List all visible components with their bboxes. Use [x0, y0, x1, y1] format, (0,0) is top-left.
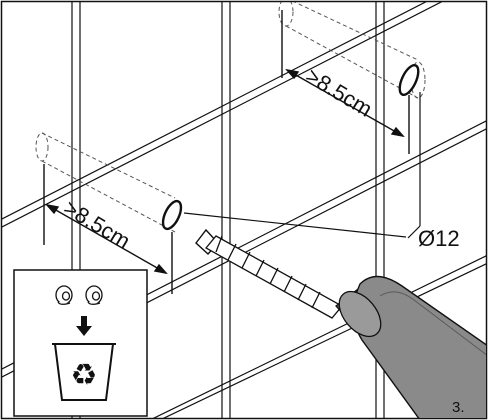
- svg-text:♻: ♻: [71, 358, 98, 393]
- recycle-bin-icon: ♻: [52, 343, 116, 401]
- lower-hole: [161, 199, 183, 231]
- lower-hole-cylinder: [35, 132, 176, 233]
- upper-dimension: [281, 10, 410, 154]
- wall-plug-icon: [55, 285, 103, 305]
- lower-dimension: [43, 164, 173, 294]
- step-number: 3.: [452, 399, 465, 416]
- recycle-inset: ♻: [13, 269, 148, 417]
- upper-hole: [398, 64, 420, 96]
- drill-icon: [195, 228, 486, 418]
- diameter-leader: [183, 92, 421, 239]
- upper-hole-cylinder: [278, 2, 426, 99]
- hole-diameter-label: Ø12: [418, 226, 460, 251]
- down-arrow-icon: [76, 316, 92, 336]
